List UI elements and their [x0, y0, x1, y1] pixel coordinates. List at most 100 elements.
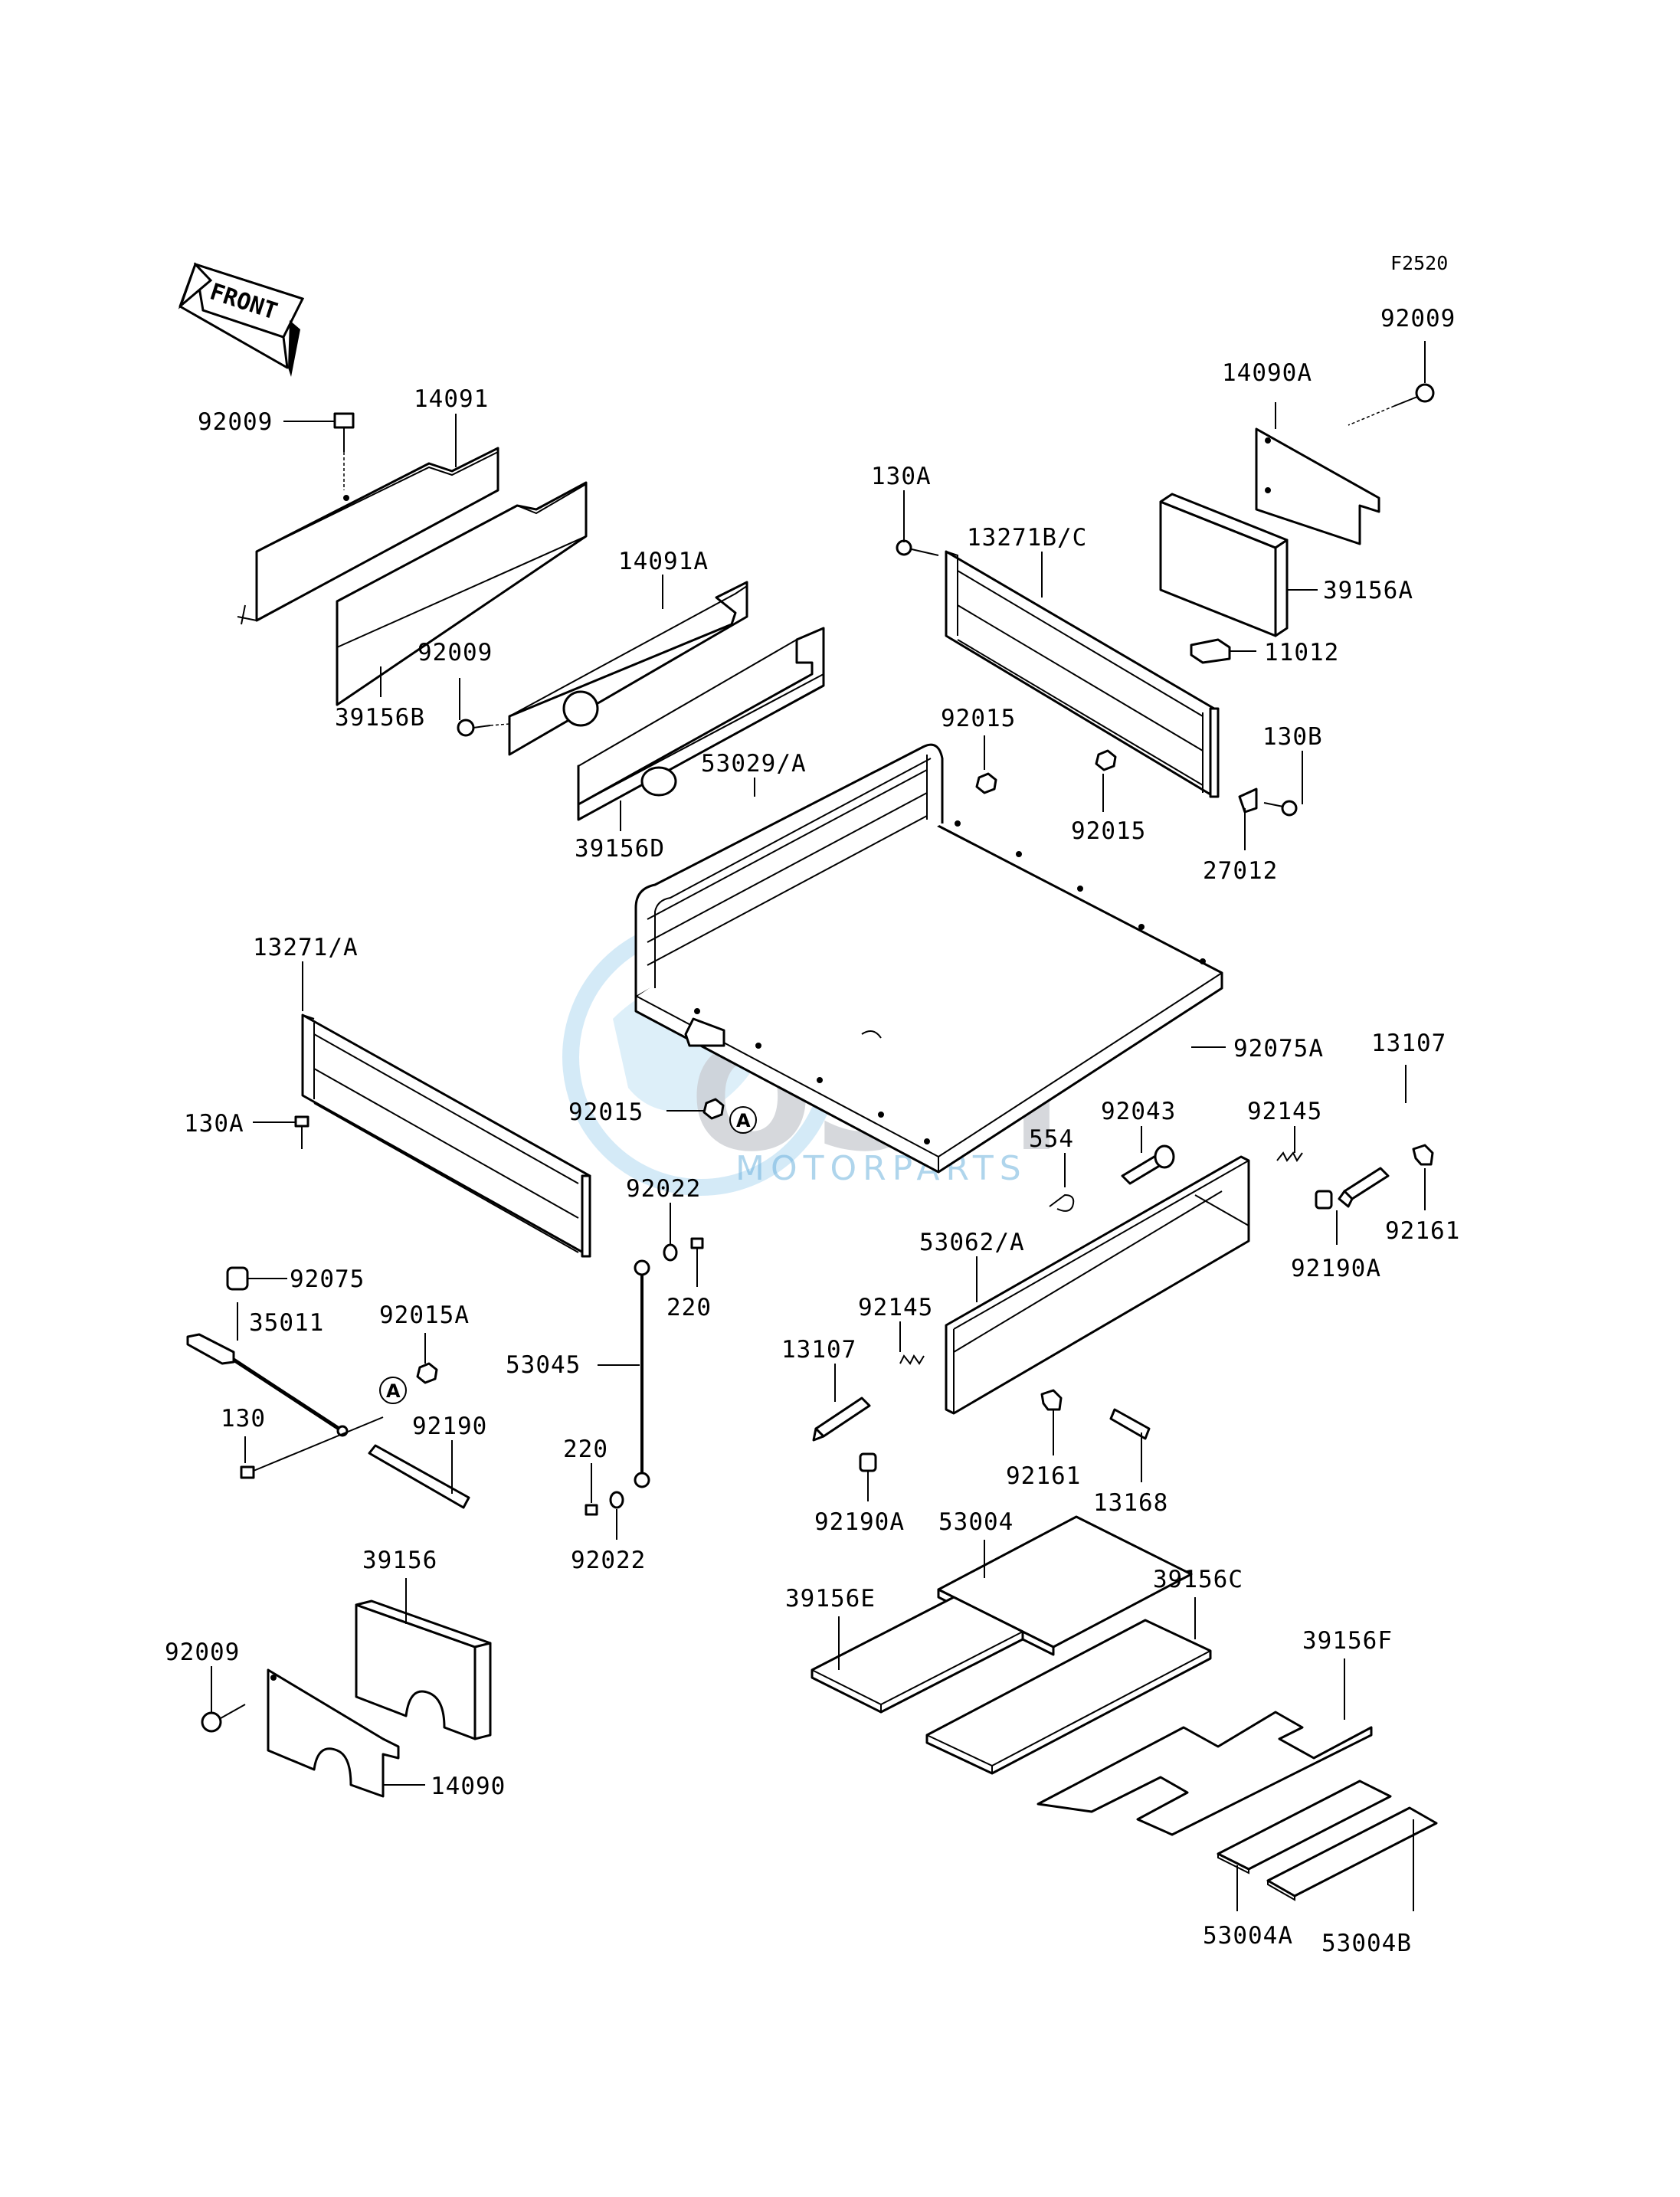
label-35011: 35011: [249, 1309, 324, 1337]
part-35011-lever: [186, 1333, 349, 1437]
label-554: 554: [1029, 1125, 1074, 1153]
label-13271A: 13271/A: [253, 934, 359, 961]
label-92075: 92075: [290, 1265, 365, 1293]
part-39156E-mat: [811, 1596, 1024, 1714]
label-39156E: 39156E: [785, 1585, 876, 1613]
label-130B: 130B: [1262, 723, 1323, 751]
label-220-b: 220: [563, 1436, 608, 1463]
label-92009-a: 92009: [198, 408, 273, 436]
figure-code: F2520: [1390, 252, 1448, 274]
label-92009-c: 92009: [1380, 305, 1456, 332]
part-92161-b-cap-icon: [1040, 1389, 1063, 1411]
label-39156C: 39156C: [1153, 1566, 1243, 1593]
label-39156D: 39156D: [575, 835, 665, 863]
part-53004B-mat: [1266, 1806, 1438, 1901]
label-39156: 39156: [362, 1547, 437, 1574]
label-13271BC: 13271B/C: [967, 524, 1087, 552]
label-130A-a: 130A: [871, 463, 932, 490]
callout-a-center: A: [729, 1106, 757, 1134]
label-220-a: 220: [666, 1294, 712, 1321]
part-53029A-bed: [634, 743, 1223, 1174]
part-39156D-pad: [577, 627, 825, 821]
label-13107-b: 13107: [781, 1336, 856, 1364]
washer-92022-b-icon: [609, 1491, 624, 1509]
part-14091-bracket: [237, 447, 499, 625]
svg-text:A: A: [386, 1380, 401, 1402]
part-39156C-mat: [925, 1619, 1212, 1775]
label-92075A: 92075A: [1233, 1035, 1324, 1062]
label-53045: 53045: [506, 1351, 581, 1379]
part-92145-a-spring: [1276, 1151, 1303, 1162]
bolt-130-icon: [240, 1416, 384, 1479]
label-53029A: 53029/A: [701, 750, 807, 778]
part-53004A-mat: [1217, 1780, 1392, 1874]
part-13107-b-pin: [812, 1396, 871, 1442]
screw-92009-c-icon: [1348, 383, 1435, 426]
label-92190A-a: 92190A: [1291, 1255, 1381, 1282]
label-92015-c: 92015: [568, 1098, 644, 1126]
bolt-130A-a-icon: [896, 539, 939, 556]
nut-92015-c-icon: [702, 1098, 725, 1120]
label-92043: 92043: [1101, 1098, 1176, 1125]
label-53004B: 53004B: [1321, 1930, 1412, 1957]
watermark-subtitle: MOTORPARTS: [735, 1149, 1027, 1188]
nut-92015-b-icon: [1095, 749, 1117, 771]
label-14091: 14091: [414, 385, 489, 413]
label-14090: 14090: [431, 1773, 506, 1800]
label-92145-a: 92145: [1247, 1098, 1322, 1125]
label-39156F: 39156F: [1302, 1627, 1393, 1655]
part-92145-b-spring: [899, 1354, 925, 1365]
part-92161-a-cap-icon: [1412, 1144, 1434, 1166]
label-53004: 53004: [938, 1508, 1014, 1536]
part-53045-cable: [634, 1259, 650, 1488]
part-92190A-b-bushing-icon: [859, 1452, 877, 1472]
label-92145-b: 92145: [858, 1294, 933, 1321]
bolt-220-a-icon: [690, 1237, 704, 1249]
label-13107-a: 13107: [1371, 1030, 1446, 1057]
screw-92009-a-icon: [333, 412, 355, 490]
part-554-clip-icon: [1049, 1193, 1075, 1212]
label-92022-b: 92022: [571, 1547, 646, 1574]
part-labels: 92009 14091 39156B 14091A 92009 39156D 5…: [165, 305, 1459, 1957]
label-92161-b: 92161: [1006, 1462, 1081, 1490]
nut-92015-a-icon: [975, 772, 997, 794]
screw-92009-d-icon: [201, 1704, 246, 1733]
label-39156A: 39156A: [1323, 577, 1413, 604]
label-92009-d: 92009: [165, 1639, 240, 1666]
label-39156B: 39156B: [335, 704, 425, 732]
svg-text:A: A: [736, 1110, 751, 1131]
part-13168-bolt: [1109, 1408, 1151, 1440]
label-130: 130: [221, 1405, 266, 1432]
part-92190A-a-bushing-icon: [1315, 1190, 1333, 1210]
part-39156B-pad: [336, 481, 588, 706]
part-92075-cap-icon: [226, 1266, 249, 1291]
label-13168: 13168: [1093, 1489, 1168, 1517]
part-92043-pin: [1121, 1144, 1175, 1185]
nut-92015A-icon: [416, 1362, 438, 1384]
washer-92022-a-icon: [663, 1243, 678, 1262]
label-92022-a: 92022: [626, 1175, 701, 1203]
part-14090-plate: [267, 1668, 400, 1798]
bolt-220-b-icon: [585, 1504, 598, 1516]
label-92009-b: 92009: [418, 639, 493, 666]
label-92015-a: 92015: [941, 705, 1016, 732]
label-14090A: 14090A: [1222, 359, 1312, 387]
callout-a-left: A: [379, 1377, 407, 1404]
part-13107-a-pin: [1338, 1167, 1390, 1208]
label-92015-b: 92015: [1071, 817, 1146, 845]
part-39156F-mat: [1036, 1711, 1373, 1836]
part-14090A-plate: [1255, 427, 1380, 545]
part-11012-cap-icon: [1190, 638, 1231, 664]
part-13271A-panel: [301, 1013, 591, 1258]
bolt-130A-b-icon: [294, 1115, 309, 1149]
label-53004A: 53004A: [1203, 1922, 1293, 1950]
leader-lines: [211, 341, 1426, 1911]
part-14091A-bracket: [508, 581, 748, 756]
part-27012-bracket-icon: [1238, 787, 1258, 814]
part-53062A-tailgate: [945, 1155, 1250, 1415]
part-92190-rod: [368, 1444, 470, 1509]
bolt-130B-icon: [1263, 800, 1298, 817]
label-11012: 11012: [1264, 639, 1339, 666]
label-130A-b: 130A: [184, 1110, 244, 1138]
